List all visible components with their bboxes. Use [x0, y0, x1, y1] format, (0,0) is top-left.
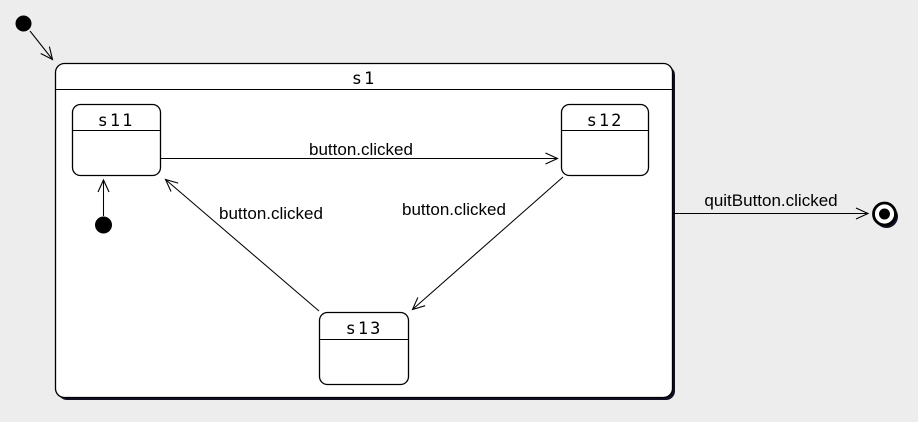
transition-s13-to-s11-label: button.clicked [219, 204, 323, 223]
transition-s1-to-final: quitButton.clicked [673, 191, 870, 220]
state-s12-box [560, 103, 650, 177]
state-s13: s13 [318, 311, 410, 386]
initial-pseudostate-icon [15, 15, 32, 32]
state-s1-title: s1 [352, 69, 376, 89]
transition-s11-to-s12: button.clicked [161, 140, 559, 165]
state-s12: s12 [560, 103, 650, 177]
transition-s12-to-s13-line [411, 176, 564, 311]
state-s11-box [71, 103, 162, 177]
composite-state-s1: s1 [54, 62, 675, 400]
state-s11: s11 [71, 103, 162, 177]
transition-s1-to-final-label: quitButton.clicked [704, 191, 837, 210]
transition-s11-to-s12-label: button.clicked [309, 140, 413, 159]
transition-s12-to-s13: button.clicked [402, 176, 564, 311]
transition-s13-to-s11-line [164, 178, 320, 312]
transition-s13-to-s11: button.clicked [164, 178, 323, 312]
transition-s12-to-s13-label: button.clicked [402, 200, 506, 219]
final-state-dot [879, 208, 890, 220]
transition-initial-to-s1 [29, 30, 54, 61]
final-state-icon [872, 201, 898, 228]
inner-initial-pseudostate-icon [95, 216, 112, 234]
state-s11-title: s11 [98, 111, 135, 131]
state-s13-box [318, 311, 410, 386]
state-s1-box [54, 62, 674, 399]
state-s13-title: s13 [346, 319, 383, 339]
state-s12-title: s12 [587, 111, 624, 131]
